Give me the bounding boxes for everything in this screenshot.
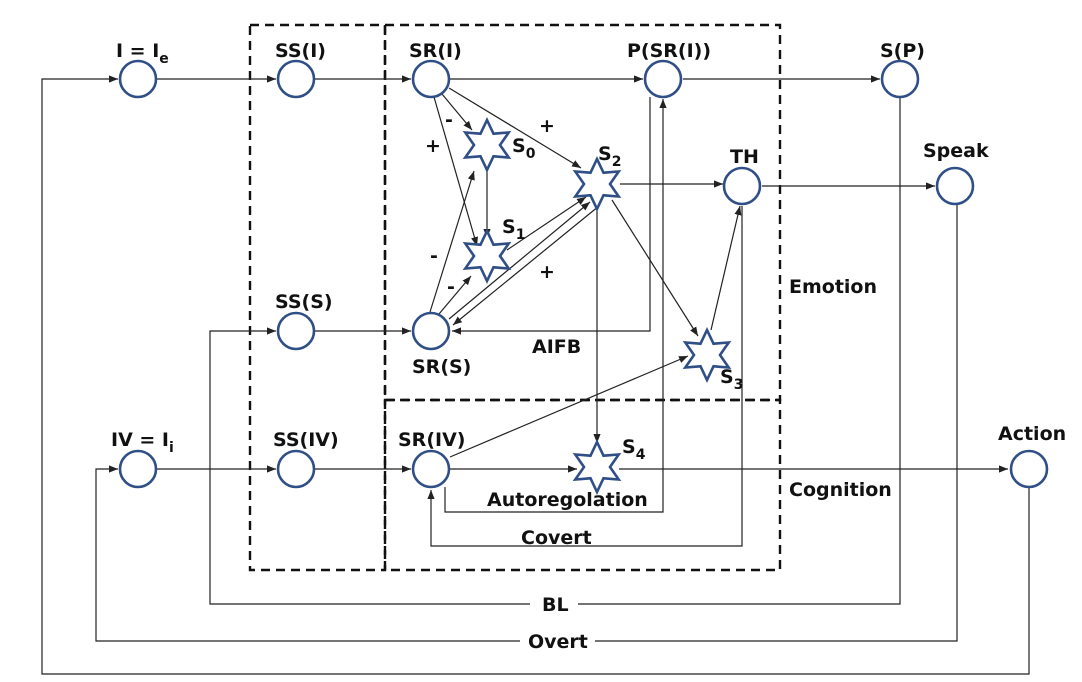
label-s-p: S(P) [880,40,925,62]
label-sr-s: SR(S) [412,356,471,378]
label-s3: S3 [720,366,743,393]
label-autoregolation: Autoregolation [487,489,648,511]
label-covert: Covert [521,527,592,549]
node-action [1009,449,1049,489]
sign-plus-srs-s2: + [539,261,555,283]
sign-plus-sri-s1: + [425,135,441,157]
node-sr-s [411,311,451,351]
sign-minus-srs-s1: - [447,276,455,298]
label-sr-iv: SR(IV) [398,429,465,451]
label-overt: Overt [528,631,588,653]
label-aifb: AIFB [532,336,581,358]
node-ss-s [276,311,316,351]
label-sr-i: SR(I) [409,40,462,62]
cognition-box [383,398,782,572]
label-s4: S4 [622,436,646,463]
edges [157,75,1008,473]
label-ss-s: SS(S) [275,291,333,313]
node-p-sr-i [643,59,683,99]
label-th: TH [730,146,759,168]
node-ss-i [276,59,316,99]
sign-plus-sri-s2: + [539,115,555,137]
sign-minus-srs-s0: - [430,245,438,267]
node-th [722,166,762,206]
node-iv [118,449,158,489]
node-sr-i [411,59,451,99]
label-p-sr-i: P(SR(I)) [627,40,711,62]
sign-minus-sri-s0: - [445,109,453,131]
label-s0: S0 [512,135,536,162]
label-ie: I = Ie [116,40,169,67]
label-speak: Speak [923,140,989,162]
label-iv: IV = Ii [111,429,174,456]
label-emotion: Emotion [789,276,877,298]
star-s0 [462,116,512,174]
label-action: Action [998,423,1066,445]
star-s3 [682,326,732,384]
routed-edges [41,75,1030,675]
label-ss-iv: SS(IV) [273,429,339,451]
label-bl: BL [542,594,569,616]
node-ie [118,59,158,99]
label-s2: S2 [598,143,621,170]
star-s2 [572,155,622,213]
node-speak [935,166,975,206]
star-s1 [462,227,512,285]
node-sr-iv [411,449,451,489]
star-s4 [572,438,622,496]
label-cognition: Cognition [789,479,892,501]
label-s1: S1 [502,216,525,243]
node-s-p [880,59,920,99]
node-ss-iv [276,449,316,489]
label-ss-i: SS(I) [275,40,326,62]
